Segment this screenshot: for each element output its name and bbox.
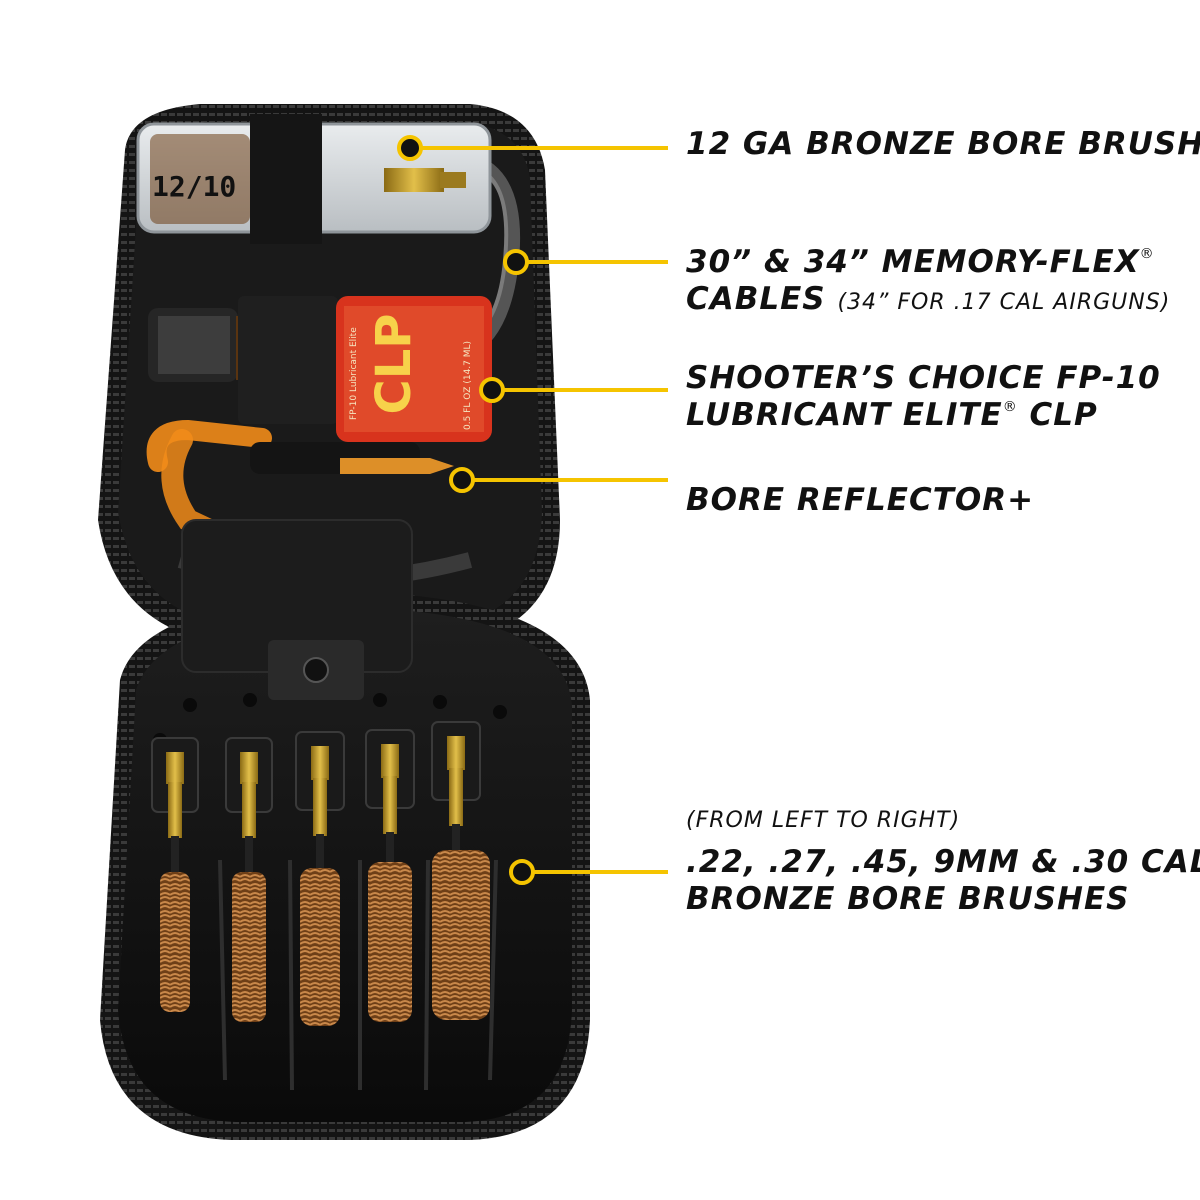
callout-5-line1: .22, .27, .45, 9mm & .30 Cal: [686, 843, 1200, 880]
callout-4-line1: Bore Reflector+: [686, 482, 1035, 518]
callout-5-line2: Bronze Bore Brushes: [686, 880, 1130, 917]
leader-2: [503, 249, 668, 275]
bottle-volume: 0.5 FL OZ (14.7 ML): [463, 341, 473, 430]
callout-2-line2: Cables: [686, 280, 826, 317]
callout-cables: 30” & 34” Memory-Flex® Cables (34” for .…: [686, 244, 1170, 317]
callout-2-line2-wrap: Cables (34” for .17 Cal Airguns): [686, 281, 1170, 318]
bore-brush-box: 12/10: [136, 114, 492, 244]
callout-2-line1: 30” & 34” Memory-Flex: [686, 244, 1140, 280]
leader-4: [449, 467, 668, 493]
callout-bore-brush: 12 GA Bronze Bore Brush: [686, 126, 1200, 163]
callout-1-line1: 12 GA Bronze Bore Brush: [686, 126, 1200, 162]
callout-2-line1-wrap: 30” & 34” Memory-Flex®: [686, 244, 1170, 281]
brush-22: [151, 737, 199, 1012]
callout-3-line2-wrap: Lubricant Elite® CLP: [686, 397, 1161, 434]
leader-3: [479, 377, 668, 403]
brush-45: [295, 731, 345, 1026]
callout-3-registered-mark: ®: [1002, 398, 1018, 415]
caliber-brushes: [151, 721, 490, 1026]
callout-lubricant: Shooter’s Choice FP-10 Lubricant Elite® …: [686, 360, 1161, 433]
callout-leaders: [397, 135, 668, 885]
leader-1: [397, 135, 668, 161]
brush-9mm: [365, 729, 415, 1022]
callout-3-line1: Shooter’s Choice FP-10: [686, 360, 1161, 396]
callout-bore-reflector: Bore Reflector+: [686, 482, 1034, 519]
callout-2-registered-mark: ®: [1139, 246, 1155, 262]
clp-bottle: CLP FP-10 Lubricant Elite 0.5 FL OZ (14.…: [148, 296, 492, 442]
brush-30: [431, 721, 490, 1020]
callout-3-line2: Lubricant Elite: [686, 396, 1003, 433]
callout-5-note: (From left to right): [686, 808, 961, 833]
brush-27: [225, 737, 273, 1022]
callout-2-line2-note: (34” for .17 Cal Airguns): [837, 289, 1171, 315]
bottle-brand: CLP: [366, 314, 422, 415]
bore-reflector: [146, 419, 454, 547]
callout-caliber-brushes: (From left to right) .22, .27, .45, 9mm …: [686, 808, 1200, 917]
callout-3-line2-tail: CLP: [1017, 396, 1098, 433]
leader-5: [509, 859, 668, 885]
box-label: 12/10: [152, 170, 236, 203]
bottle-subtitle: FP-10 Lubricant Elite: [349, 327, 359, 420]
